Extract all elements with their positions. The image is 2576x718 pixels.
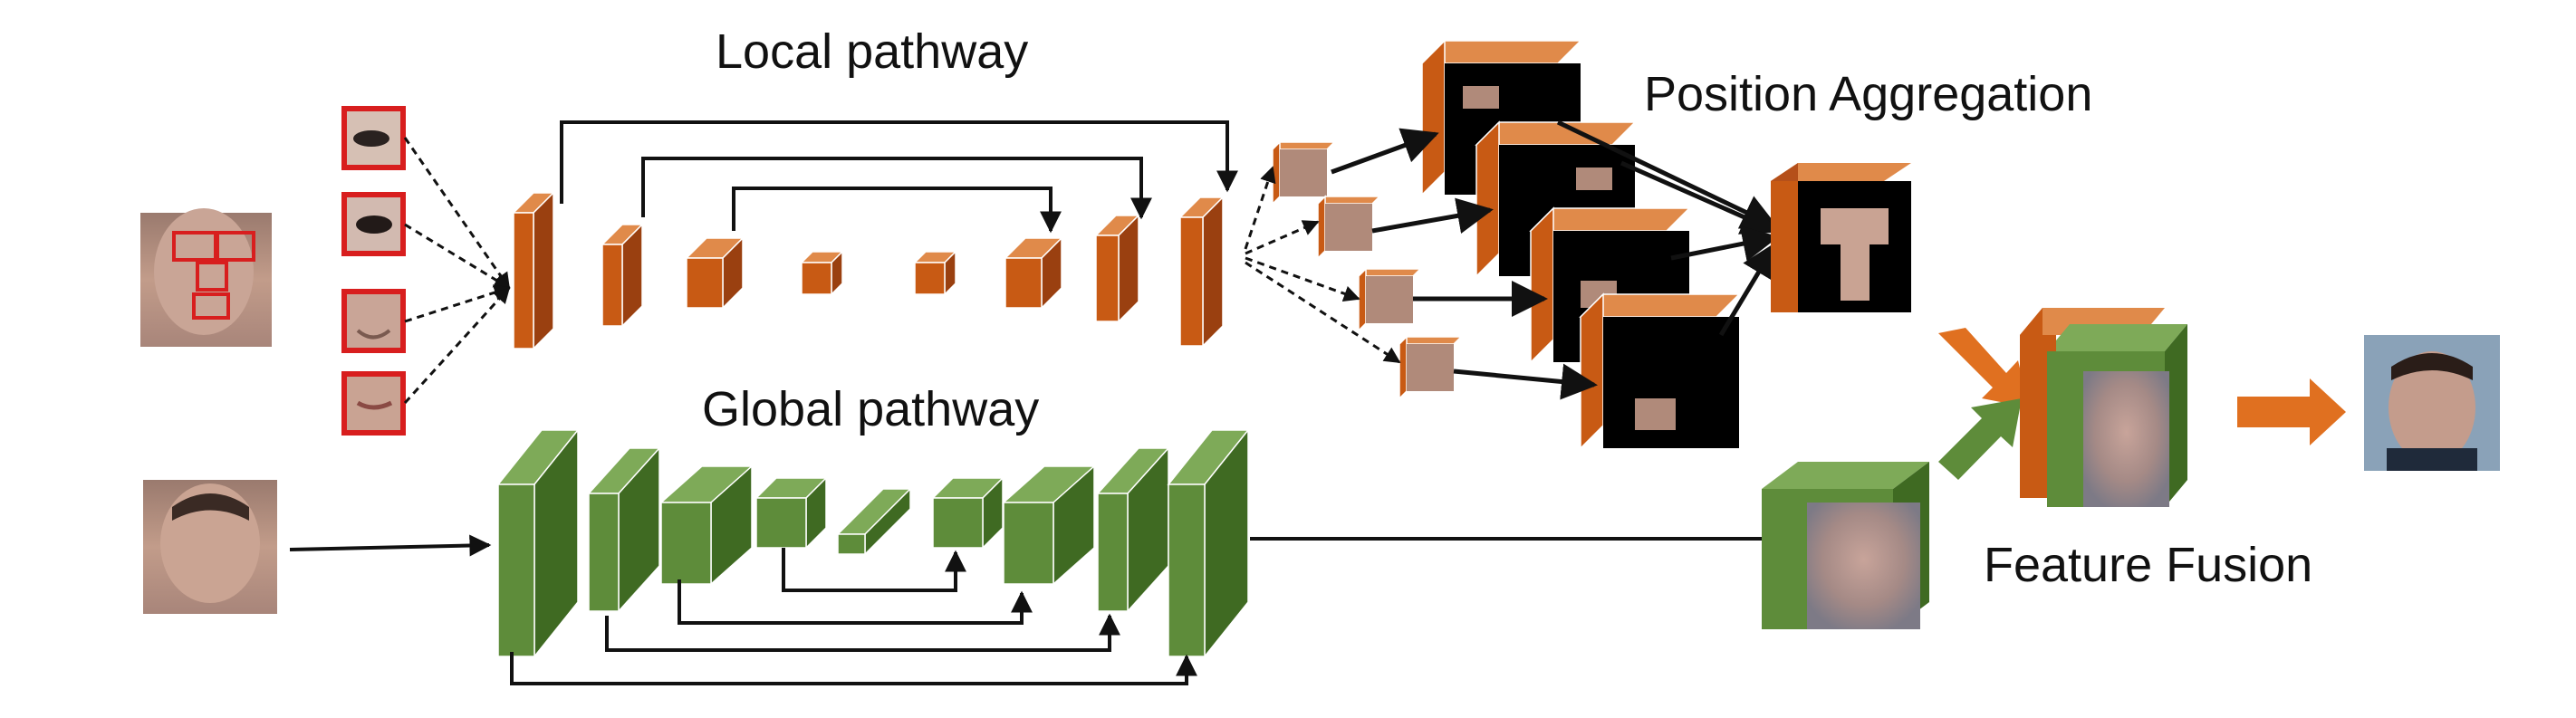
patch-nose [341, 289, 406, 353]
global-layer-9 [1167, 427, 1250, 659]
global-layer-3 [659, 464, 754, 586]
local-layer-5 [913, 250, 957, 296]
feature-fusion-label: Feature Fusion [1984, 538, 2312, 592]
local-layer-7 [1094, 214, 1140, 323]
input-face-profile [143, 480, 277, 614]
global-layer-7 [1002, 464, 1096, 586]
global-pathway-label: Global pathway [702, 382, 1039, 436]
global-layer-4 [755, 476, 828, 550]
local-pathway-network [512, 191, 1225, 350]
output-arrow [2237, 378, 2346, 445]
global-input-arrow [289, 534, 492, 557]
global-pathway-network [496, 427, 1250, 659]
global-layer-6 [931, 476, 1004, 550]
orange-fusion-arrow [1938, 328, 2029, 407]
green-fusion-arrow [1938, 398, 2022, 480]
nose-patch-output [1357, 267, 1422, 332]
map-to-aggregate-arrows [1556, 120, 1779, 337]
global-layer-2 [587, 446, 661, 613]
global-layer-5 [836, 487, 912, 556]
eye-patch-output-1 [1271, 140, 1336, 206]
global-output-face [1762, 462, 1929, 629]
input-face-with-patches [140, 208, 272, 347]
fusion-input-arrows [1938, 328, 2029, 480]
local-layer-6 [1004, 236, 1063, 310]
patch-to-map-arrows [1331, 128, 1598, 400]
patch-right-eye [341, 192, 406, 256]
local-output-patches [1271, 140, 1463, 400]
aggregated-local-face [1771, 163, 1911, 312]
map-mouth [1579, 292, 1741, 450]
decoder-to-patch-arrows [1244, 166, 1401, 364]
patch-to-encoder-arrows [403, 137, 511, 405]
local-layer-1 [512, 191, 555, 350]
local-layer-3 [685, 236, 745, 310]
local-layer-8 [1178, 196, 1225, 348]
global-skip-connections [510, 548, 1197, 685]
patch-mouth [341, 371, 406, 436]
local-layer-4 [800, 250, 844, 296]
global-layer-1 [496, 427, 580, 659]
local-pathway-label: Local pathway [716, 24, 1028, 79]
eye-patch-output-2 [1316, 195, 1381, 260]
local-layer-2 [601, 223, 644, 328]
patch-left-eye [341, 106, 406, 170]
output-face [2364, 335, 2500, 471]
local-skip-connections [560, 120, 1238, 234]
fused-feature-cube [2020, 308, 2187, 507]
global-layer-8 [1096, 446, 1170, 613]
mouth-patch-output [1398, 335, 1463, 400]
position-aggregation-label: Position Aggregation [1644, 67, 2092, 121]
